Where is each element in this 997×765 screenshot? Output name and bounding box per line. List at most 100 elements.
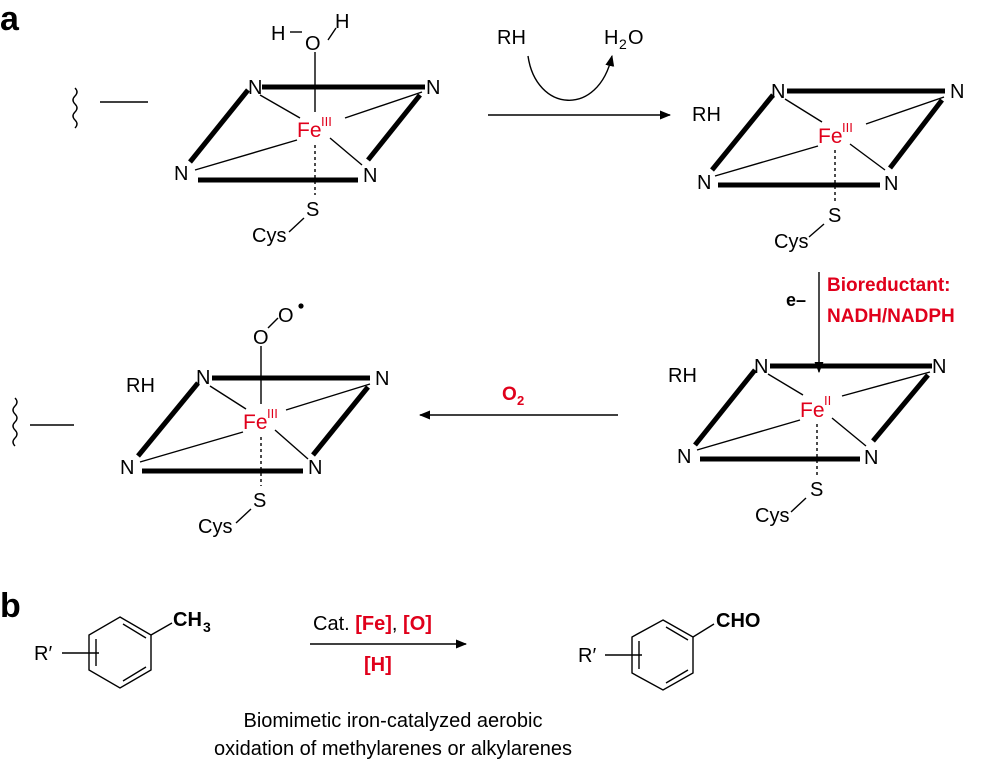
methyl-C: CH (173, 609, 202, 631)
aldehyde-label: CHO (716, 610, 760, 632)
plane-edge (188, 88, 250, 164)
caption-line-1: Biomimetic iron-catalyzed aerobic (243, 710, 542, 732)
n-atom: N (196, 367, 210, 389)
fe-n-bond (841, 371, 931, 397)
wavy-bond (12, 397, 18, 447)
bioreductant-label: Bioreductant: (827, 275, 951, 296)
oxidation-state: III (267, 406, 278, 421)
radical-dot (298, 303, 304, 309)
reactant-methylarene: R′ CH 3 (34, 609, 211, 689)
fe-atom: Fe (800, 399, 825, 422)
reaction-conditions: Cat. [Fe], [O] [H] (310, 613, 468, 676)
s-cys-bond (808, 223, 825, 238)
n-atom: N (248, 77, 262, 99)
n-atom: N (677, 446, 691, 468)
cat-o: [O] (403, 613, 432, 635)
fe-n-bond (714, 145, 819, 177)
h-atom: H (335, 11, 349, 33)
r-prime-label: R′ (578, 645, 596, 667)
step-oxygen-binding: O 2 (418, 384, 618, 420)
substrate-label: RH (497, 27, 526, 49)
fe-n-bond (259, 94, 301, 119)
product-aldehyde: R′ CHO (578, 610, 760, 691)
substrate-label: RH (126, 375, 155, 397)
fe-n-bond (849, 143, 886, 171)
cat-comma: , (392, 613, 403, 635)
panel-label-a: a (0, 0, 20, 38)
n-atom: N (363, 165, 377, 187)
step-substrate-binding: RH H 2 O (488, 27, 672, 120)
water-subscript: 2 (619, 36, 627, 52)
s-atom: S (828, 205, 841, 227)
n-atom: N (884, 173, 898, 195)
n-atom: N (771, 81, 785, 103)
ring-double-bond (665, 626, 689, 641)
methyl-subscript: 3 (203, 619, 211, 635)
fe-atom: Fe (297, 119, 322, 142)
n-atom: N (932, 356, 946, 378)
n-atom: N (697, 172, 711, 194)
fe-n-bond (194, 139, 298, 171)
n-atom: N (864, 447, 878, 469)
substrate-label: RH (692, 104, 721, 126)
ring-double-bond (665, 669, 689, 684)
fe-n-bond (329, 137, 363, 166)
cys-label: Cys (252, 225, 286, 247)
ring-double-bond (122, 666, 147, 682)
reductant-label: [H] (364, 654, 392, 676)
plane-edge (693, 368, 757, 447)
fe-n-bond (274, 429, 309, 460)
fe-n-bond (696, 419, 801, 451)
complex-fe3-substrate: RH N N N N Fe III S Cys (692, 81, 964, 253)
complex-fe3-aqua: N N N N H O H Fe III S Cys (72, 11, 440, 247)
curved-arrow (527, 54, 615, 101)
n-atom: N (375, 368, 389, 390)
plane-edge (366, 93, 422, 162)
n-atom: N (426, 77, 440, 99)
o-atom: O (305, 33, 321, 55)
conditions-text: Cat. [Fe], [O] (313, 613, 432, 635)
h-atom: H (271, 23, 285, 45)
n-atom: N (308, 457, 322, 479)
cys-label: Cys (755, 505, 789, 527)
oxidation-state: III (321, 114, 332, 129)
oxygen-O: O (502, 384, 517, 405)
n-atom: N (174, 163, 188, 185)
plane-edge (888, 98, 944, 170)
s-atom: S (306, 199, 319, 221)
n-atom: N (754, 356, 768, 378)
electron-label: e– (786, 290, 806, 310)
o-atom: O (253, 327, 269, 349)
cat-fe: [Fe] (355, 613, 392, 635)
fe-n-bond (784, 98, 823, 123)
ring-double-bond (122, 623, 147, 639)
oxygen-subscript: 2 (517, 393, 524, 408)
cys-label: Cys (774, 231, 808, 253)
oxidation-state: II (824, 393, 831, 408)
s-cys-bond (790, 497, 807, 513)
methyl-bond (150, 622, 173, 636)
s-cys-bond (235, 508, 252, 524)
s-atom: S (253, 490, 266, 512)
s-atom: S (810, 479, 823, 501)
n-atom: N (120, 457, 134, 479)
panel-label-b: b (0, 587, 21, 625)
r-prime-label: R′ (34, 643, 52, 665)
plane-edge (136, 381, 200, 458)
fe-n-bond (767, 373, 804, 396)
fe-n-bond (865, 96, 945, 125)
fe-n-bond (209, 385, 247, 410)
complex-fe3-superoxo: RH N N N N O O Fe III S Cys (12, 303, 389, 538)
caption-line-2: oxidation of methylarenes or alkylarenes (214, 738, 572, 760)
step-reduction: e– Bioreductant: NADH/NADPH (786, 272, 955, 374)
plane-edge (871, 373, 930, 443)
fe-n-bond (285, 383, 371, 411)
fe-n-bond (139, 431, 244, 463)
fe-n-bond (831, 417, 867, 447)
cat-prefix: Cat. (313, 613, 355, 635)
cys-label: Cys (198, 516, 232, 538)
n-atom: N (950, 81, 964, 103)
fe-n-bond (344, 91, 423, 119)
